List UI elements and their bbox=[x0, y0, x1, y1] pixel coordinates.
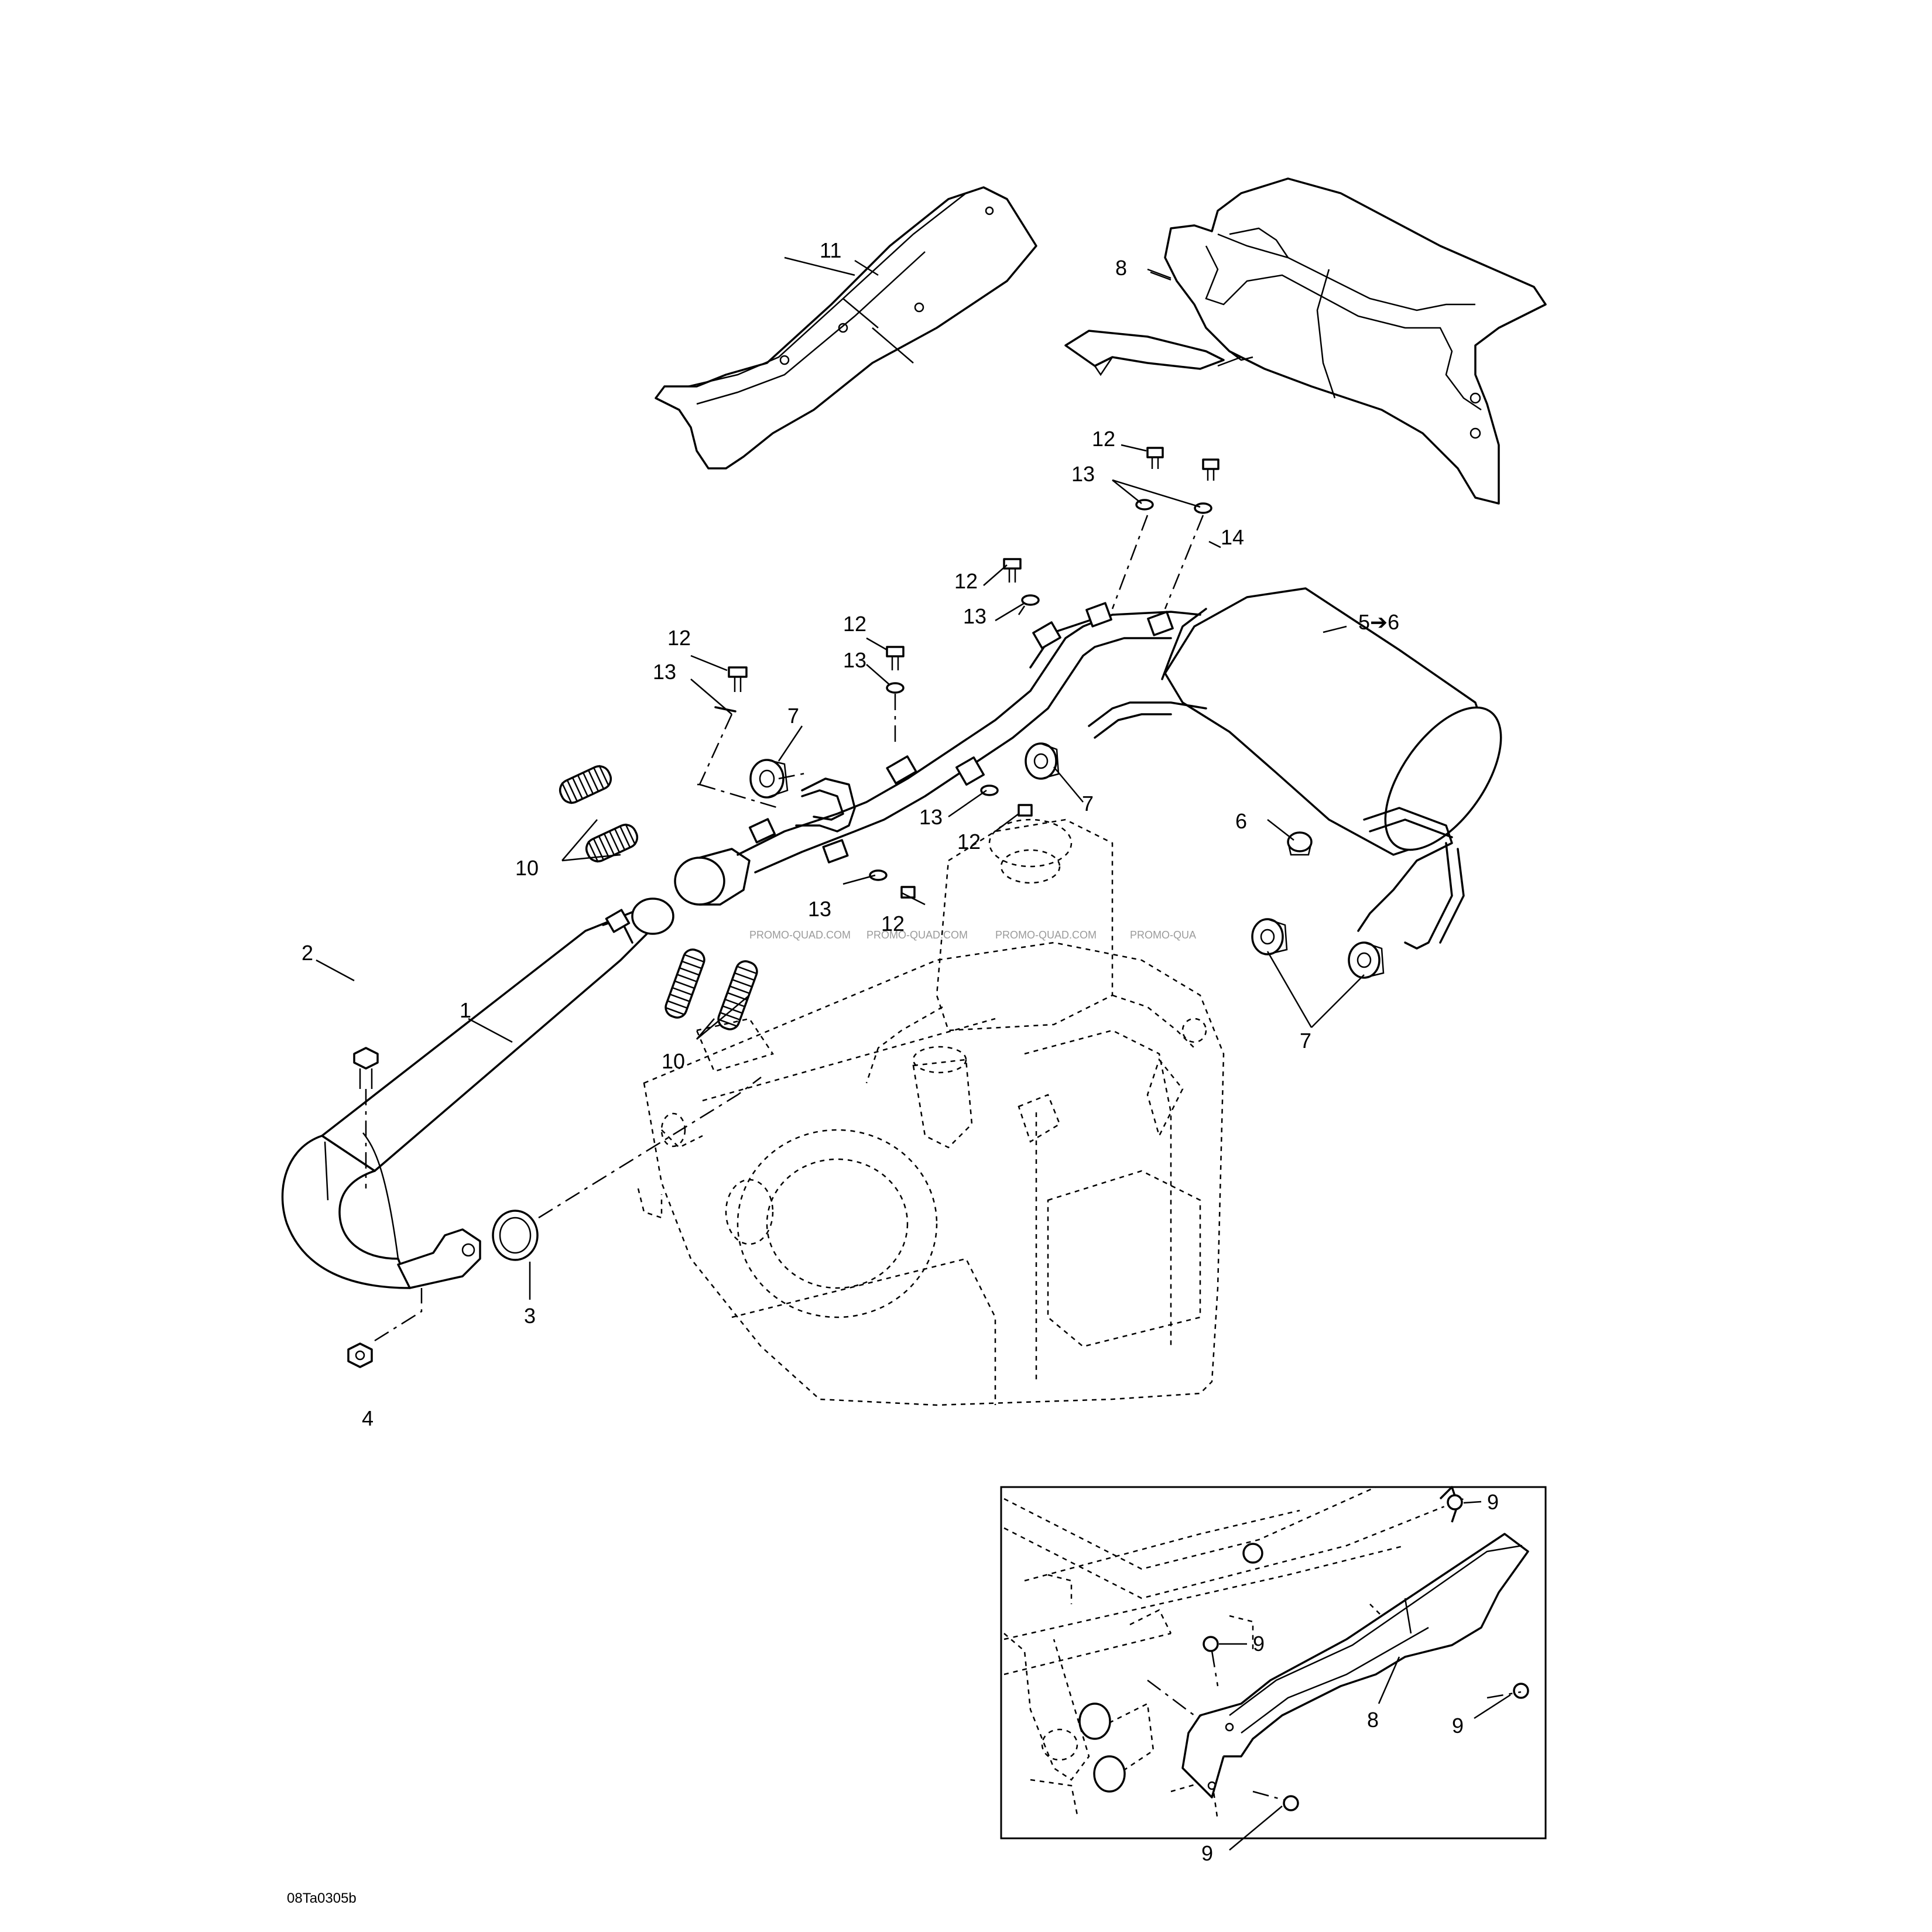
gasket-3 bbox=[492, 1210, 539, 1261]
callout-6: 6 bbox=[1235, 809, 1247, 833]
callout-8: 8 bbox=[1115, 256, 1127, 280]
leader-lines bbox=[316, 259, 1511, 1851]
svg-text:PROMO-QUA: PROMO-QUA bbox=[1130, 929, 1196, 941]
nut-4 bbox=[347, 1288, 423, 1368]
pipe-assembly bbox=[674, 602, 1465, 950]
heat-shield-11 bbox=[655, 186, 1037, 470]
callout-13-c: 13 bbox=[653, 660, 676, 684]
callout-12-e: 12 bbox=[957, 830, 981, 854]
svg-text:PROMO-QUAD.COM: PROMO-QUAD.COM bbox=[866, 929, 968, 941]
bracket-14 bbox=[1064, 330, 1242, 376]
watermark-row: PROMO-QUAD.COM PROMO-QUAD.COM PROMO-QUAD… bbox=[749, 929, 1196, 941]
callout-10-a: 10 bbox=[515, 856, 539, 880]
callout-labels: 11 8 12 13 14 12 13 5➔6 12 13 12 13 7 13… bbox=[287, 238, 1499, 1906]
callout-13-f: 13 bbox=[808, 897, 831, 921]
heat-shield-8 bbox=[1147, 177, 1547, 505]
callout-12-d: 12 bbox=[843, 612, 866, 636]
callout-11: 11 bbox=[820, 238, 841, 262]
callout-9-d: 9 bbox=[1201, 1841, 1213, 1865]
muffler-5 bbox=[1161, 587, 1502, 856]
callout-4: 4 bbox=[362, 1406, 374, 1430]
engine-outline bbox=[637, 818, 1225, 1406]
callout-12-b: 12 bbox=[954, 569, 978, 593]
callout-9-b: 9 bbox=[1253, 1632, 1265, 1656]
callout-12-f: 12 bbox=[881, 912, 905, 936]
callout-13-b: 13 bbox=[963, 604, 986, 628]
svg-text:PROMO-QUAD.COM: PROMO-QUAD.COM bbox=[995, 929, 1097, 941]
head-pipe-1 bbox=[281, 898, 674, 1289]
callout-10-b: 10 bbox=[662, 1049, 685, 1073]
callout-9-a: 9 bbox=[1487, 1490, 1499, 1514]
callout-13-e: 13 bbox=[919, 805, 943, 829]
callout-8-inset: 8 bbox=[1367, 1708, 1379, 1732]
drawing-code: 08Ta0305b bbox=[287, 1890, 357, 1906]
inset-detail bbox=[1000, 1486, 1547, 1839]
callout-12-c: 12 bbox=[667, 626, 691, 650]
springs-10 bbox=[559, 765, 758, 1030]
alignment-line bbox=[538, 1077, 762, 1219]
svg-text:PROMO-QUAD.COM: PROMO-QUAD.COM bbox=[749, 929, 851, 941]
callout-2: 2 bbox=[302, 941, 313, 965]
callout-9-c: 9 bbox=[1452, 1714, 1464, 1738]
callout-5-6: 5➔6 bbox=[1358, 610, 1399, 634]
bolt-2 bbox=[353, 1047, 379, 1188]
callout-12-top: 12 bbox=[1092, 427, 1115, 451]
callout-13-d: 13 bbox=[843, 648, 866, 672]
callout-3: 3 bbox=[524, 1304, 536, 1328]
plug-6 bbox=[1287, 831, 1313, 856]
callout-1: 1 bbox=[460, 998, 471, 1022]
callout-7-a: 7 bbox=[787, 704, 799, 728]
callout-14: 14 bbox=[1221, 525, 1244, 549]
grommets-7 bbox=[749, 742, 1385, 979]
callout-7-b: 7 bbox=[1082, 792, 1094, 816]
callout-7-c: 7 bbox=[1300, 1029, 1311, 1053]
callout-13-top: 13 bbox=[1071, 462, 1095, 486]
